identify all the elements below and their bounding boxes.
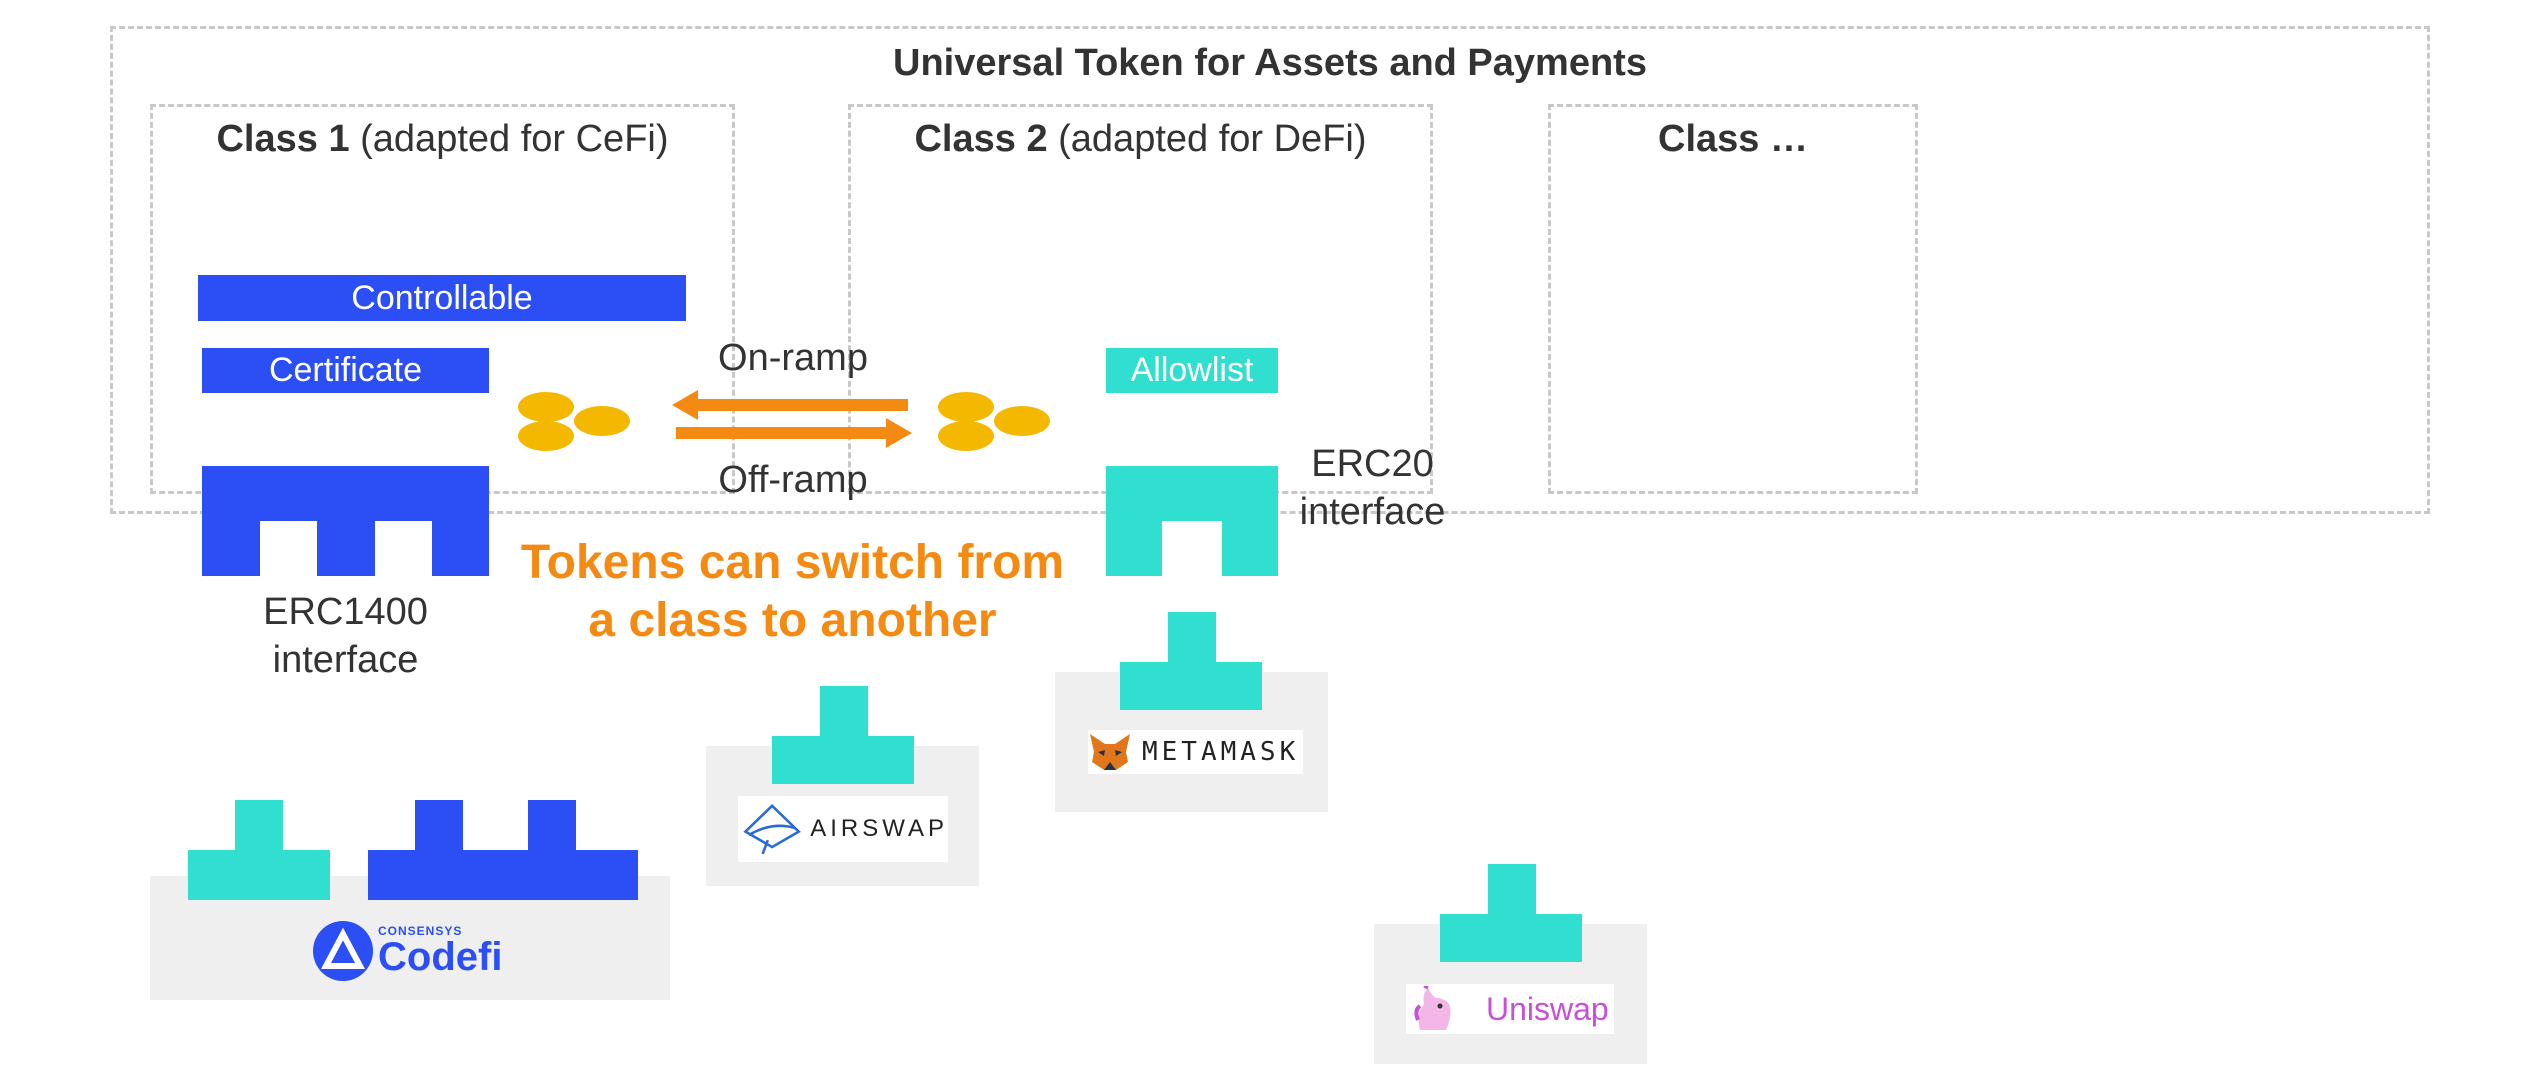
slogan-line2: a class to another <box>588 594 997 647</box>
class1-suffix: (adapted for CeFi) <box>349 118 669 160</box>
class1-name: Class 1 <box>216 118 350 160</box>
class2-suffix: (adapted for DeFi) <box>1047 118 1367 160</box>
certificate-block: Certificate <box>202 348 489 393</box>
airswap-logo: AIRSWAP <box>738 796 948 862</box>
controllable-block: Controllable <box>198 275 686 321</box>
slogan-line1: Tokens can switch from <box>520 536 1065 589</box>
class2-box <box>848 104 1433 494</box>
slogan: Tokens can switch from a class to anothe… <box>480 534 1105 650</box>
erc20-interface-shape <box>1106 466 1278 576</box>
class2-name: Class 2 <box>914 118 1048 160</box>
coin-left-3 <box>518 421 574 451</box>
airswap-icon <box>743 803 801 855</box>
allowlist-block: Allowlist <box>1106 348 1278 393</box>
metamask-connector <box>1120 612 1262 710</box>
coin-left-1 <box>518 392 574 422</box>
uniswap-logo: Uniswap <box>1406 984 1614 1034</box>
codefi-wordmark: Codefi <box>378 935 503 979</box>
class3-name: Class … <box>1658 118 1808 160</box>
uniswap-connector <box>1440 864 1582 962</box>
class2-title: Class 2 (adapted for DeFi) <box>848 118 1433 161</box>
uniswap-unicorn-icon <box>1414 986 1451 1030</box>
erc20-label: ERC20 interface <box>1290 440 1455 536</box>
codefi-consensys-text: CONSENSYS <box>378 924 463 938</box>
off-ramp-label: Off-ramp <box>718 459 868 501</box>
erc1400-label-line1: ERC1400 <box>263 591 428 633</box>
erc1400-interface-shape <box>202 466 489 576</box>
codefi-teal-connector <box>188 800 330 900</box>
uniswap-wordmark: Uniswap <box>1486 990 1609 1027</box>
coin-right-1 <box>938 392 994 422</box>
codefi-logo: CONSENSYS Codefi <box>312 918 517 984</box>
erc1400-label-line2: interface <box>272 639 419 681</box>
airswap-connector <box>772 686 914 784</box>
erc20-label-line1: ERC20 <box>1311 443 1434 485</box>
on-ramp-arrow <box>672 390 908 420</box>
erc1400-label: ERC1400 interface <box>202 588 489 684</box>
metamask-logo: METAMASK <box>1088 730 1303 774</box>
codefi-blue-connector <box>368 800 638 900</box>
diagram-title: Universal Token for Assets and Payments <box>893 42 1647 84</box>
class1-title: Class 1 (adapted for CeFi) <box>150 118 735 161</box>
airswap-wordmark: AIRSWAP <box>810 815 948 842</box>
metamask-wordmark: METAMASK <box>1142 737 1300 767</box>
codefi-icon <box>313 921 373 981</box>
off-ramp-arrow <box>676 418 912 448</box>
coin-right-3 <box>938 421 994 451</box>
on-ramp-label: On-ramp <box>718 337 868 379</box>
class3-box <box>1548 104 1918 494</box>
metamask-fox-icon <box>1090 734 1130 770</box>
coin-right-2 <box>994 406 1050 436</box>
class3-title: Class … <box>1548 118 1918 161</box>
erc20-label-line2: interface <box>1299 491 1446 533</box>
coin-left-2 <box>574 406 630 436</box>
